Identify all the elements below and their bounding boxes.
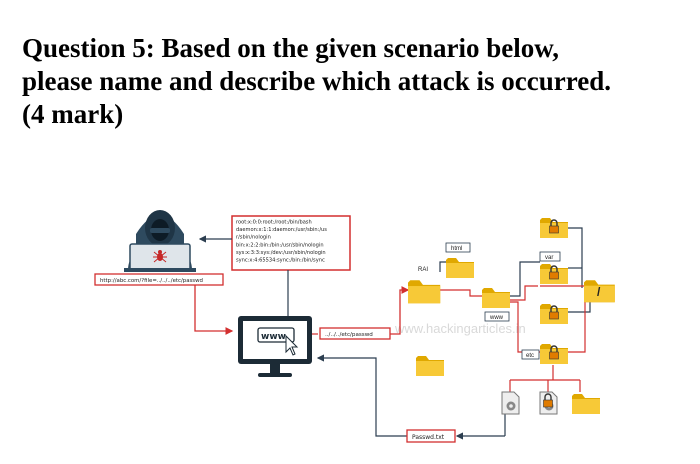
- arrow-path-to-rai: [390, 286, 410, 335]
- link-slash-to-top: [568, 227, 583, 288]
- folder-mid-left-icon: [416, 356, 444, 376]
- folder-root-label: /: [597, 285, 601, 299]
- folder-rai-icon: [408, 280, 441, 304]
- folder-html-icon: [446, 258, 474, 278]
- browser-address-text: www.: [261, 332, 289, 342]
- folder-var-label: var: [545, 255, 553, 261]
- passwd-line: daemon:x:1:1:daemon:/usr/sbin:/us: [236, 227, 327, 233]
- passwd-line: root:x:0:0:root:/root:/bin/bash: [236, 220, 312, 226]
- lock-icon: [548, 265, 560, 280]
- question-text: Question 5: Based on the given scenario …: [22, 32, 682, 131]
- traversal-path-text: ../../../etc/passwd: [325, 332, 373, 338]
- folder-www-label-box: www: [484, 311, 510, 322]
- arrow-url-to-browser: [194, 285, 234, 335]
- passwd-line: sys:x:3:3:sys:/dev:/usr/sbin/nologin: [236, 250, 326, 256]
- question-line-3: (4 mark): [22, 99, 124, 129]
- folder-var-label-box: var: [539, 251, 561, 262]
- question-line-2: please name and describe which attack is…: [22, 66, 611, 96]
- cursor-icon: [285, 334, 299, 356]
- folder-html-label: html: [451, 246, 462, 252]
- passwd-contents-box: root:x:0:0:root:/root:/bin/bash daemon:x…: [231, 215, 351, 271]
- lock-icon: [548, 305, 560, 320]
- link-etc-to-files: [509, 365, 581, 392]
- traversal-path-box: ../../../etc/passwd: [319, 327, 391, 340]
- folder-etc-label: etc: [526, 353, 534, 359]
- folder-www-label: www: [489, 315, 504, 321]
- hacker-icon: [124, 210, 196, 272]
- passwd-file-box: Passwd.txt: [406, 429, 456, 443]
- arrow-passwdfile-to-monitor: [316, 354, 407, 437]
- passwd-line: sync:x:4:65534:sync:/bin:/bin/sync: [236, 258, 325, 264]
- lock-icon: [548, 219, 560, 234]
- question-line-1: Question 5: Based on the given scenario …: [22, 33, 560, 63]
- link-rai-to-www: [440, 289, 482, 297]
- link-www-to-slash: [510, 285, 538, 301]
- folder-rai-label: RAI: [418, 267, 428, 273]
- svg-text:root:x:0:0:root:/root:/bin/bas: root:x:0:0:root:/root:/bin/bash daemon:x…: [236, 220, 329, 264]
- url-request-box: http://abc.com/?file=../../../etc/passwd: [94, 273, 224, 286]
- passwd-line: bin:x:2:2:bin:/bin:/usr/sbin/nologin: [236, 242, 324, 248]
- folder-www-icon: [482, 288, 510, 308]
- watermark-text: www.hackingarticles.in: [394, 321, 526, 336]
- link-slash-to-etc: [568, 300, 586, 353]
- folder-etc-label-box: etc: [521, 349, 540, 360]
- lock-icon: [548, 345, 560, 360]
- folder-html-label-box: html: [445, 242, 471, 253]
- gear-file-icon: [501, 391, 520, 415]
- passwd-line: r/sbin/nologin: [236, 235, 271, 241]
- browser-monitor-icon: www.: [238, 316, 312, 377]
- folder-bottom-icon: [572, 394, 600, 414]
- url-request-text: http://abc.com/?file=../../../etc/passwd: [100, 278, 203, 284]
- link-www-to-var: [510, 261, 540, 297]
- passwd-file-label: Passwd.txt: [412, 434, 445, 441]
